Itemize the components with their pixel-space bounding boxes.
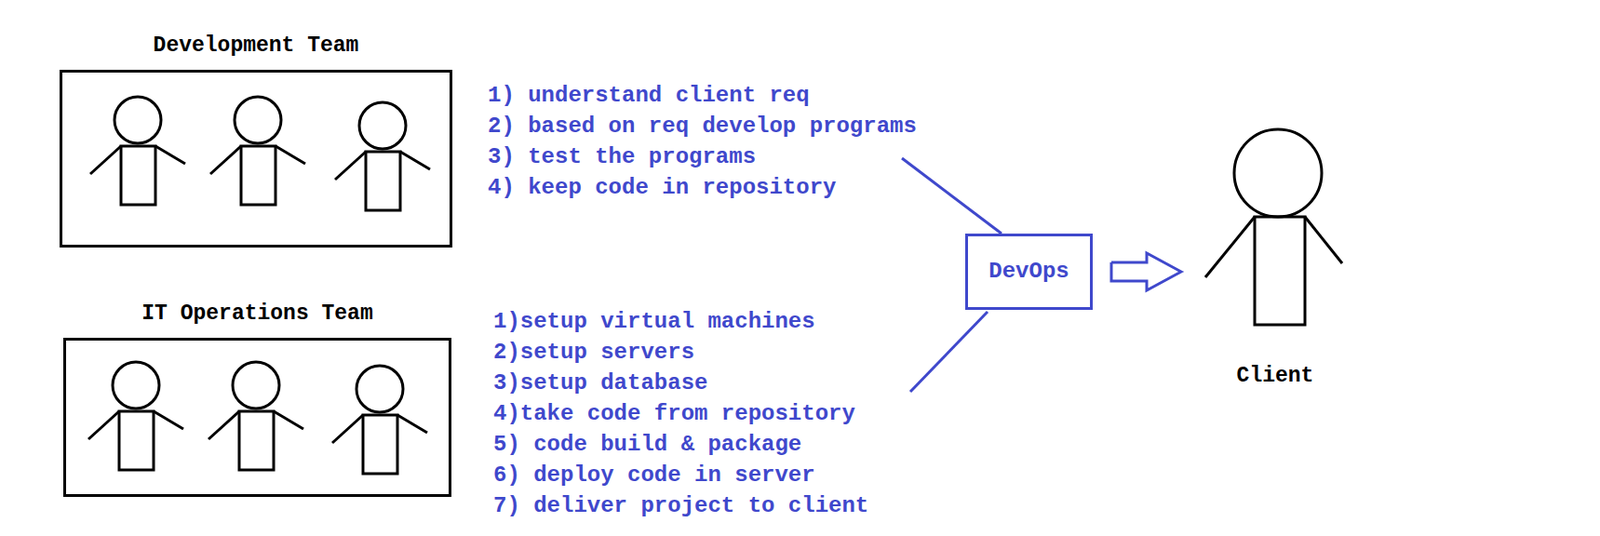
task-item: 6) deploy code in server bbox=[493, 462, 816, 490]
team-box: Development Team bbox=[59, 69, 453, 248]
task-item: 5) code build & package bbox=[493, 431, 802, 459]
person-figure bbox=[90, 96, 186, 205]
leader-line bbox=[910, 311, 988, 392]
person-figure bbox=[88, 362, 184, 471]
person-figure bbox=[332, 365, 428, 474]
block-arrow bbox=[1111, 253, 1182, 291]
task-item: 2)setup servers bbox=[493, 339, 695, 367]
process-box: DevOps bbox=[965, 233, 1093, 310]
task-item: 1) understand client req bbox=[487, 82, 810, 110]
task-item: 3) test the programs bbox=[487, 144, 756, 172]
task-item: 4)take code from repository bbox=[493, 401, 856, 429]
leader-line bbox=[901, 158, 1002, 234]
task-item: 2) based on req develop programs bbox=[487, 113, 917, 141]
task-item: 1)setup virtual machines bbox=[493, 309, 816, 337]
person-figure bbox=[335, 102, 431, 211]
task-item: 7) deliver project to client bbox=[493, 493, 869, 521]
client-node: Client bbox=[1191, 125, 1359, 396]
node-label: Client bbox=[1236, 363, 1315, 390]
person-figure bbox=[210, 96, 306, 205]
person-figure bbox=[208, 362, 304, 471]
team-title: Development Team bbox=[153, 33, 360, 60]
team-title: IT Operations Team bbox=[141, 301, 373, 328]
client-figure bbox=[1205, 129, 1343, 325]
task-item: 4) keep code in repository bbox=[487, 174, 836, 202]
task-item: 3)setup database bbox=[493, 370, 708, 398]
box-label: DevOps bbox=[988, 258, 1069, 286]
team-box: IT Operations Team bbox=[63, 337, 452, 498]
